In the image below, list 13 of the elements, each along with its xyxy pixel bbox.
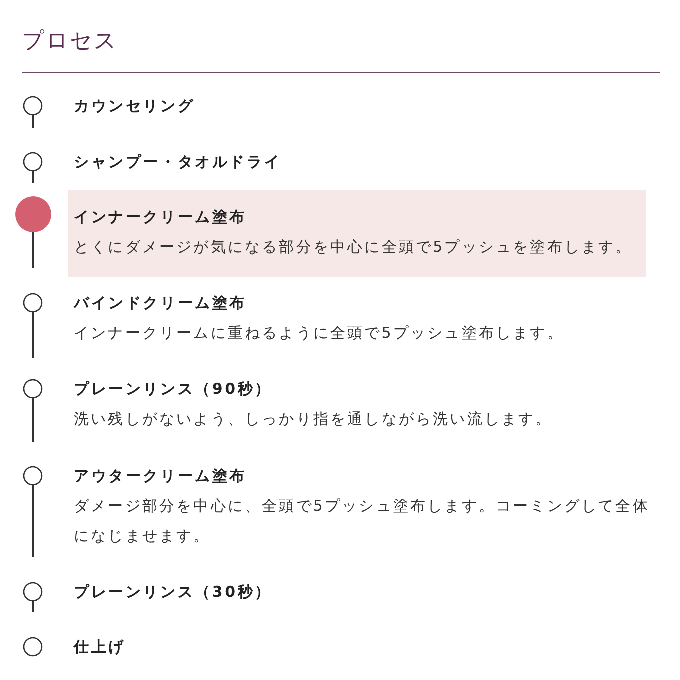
step-description: インナークリームに重ねるように全頭で5プッシュ塗布します。 (74, 323, 566, 344)
step-title: カウンセリング (74, 96, 196, 117)
section-title: プロセス (22, 28, 118, 56)
step-title: シャンプー・タオルドライ (74, 152, 283, 173)
step-title: アウタークリーム塗布 (74, 466, 248, 487)
step-title: インナークリーム塗布 (74, 207, 248, 228)
step-title: 仕上げ (74, 637, 127, 658)
step-description: とくにダメージが気になる部分を中心に全頭で5プッシュを塗布します。 (74, 237, 634, 258)
step-title: プレーンリンス（30秒） (74, 582, 274, 603)
step-title: プレーンリンス（90秒） (74, 379, 274, 400)
step-description: ダメージ部分を中心に、全頭で5プッシュ塗布します。コーミングして全体になじませます。 (74, 496, 651, 547)
step-description: 洗い残しがないよう、しっかり指を通しながら洗い流します。 (74, 409, 554, 430)
step-title: バインドクリーム塗布 (74, 293, 248, 314)
